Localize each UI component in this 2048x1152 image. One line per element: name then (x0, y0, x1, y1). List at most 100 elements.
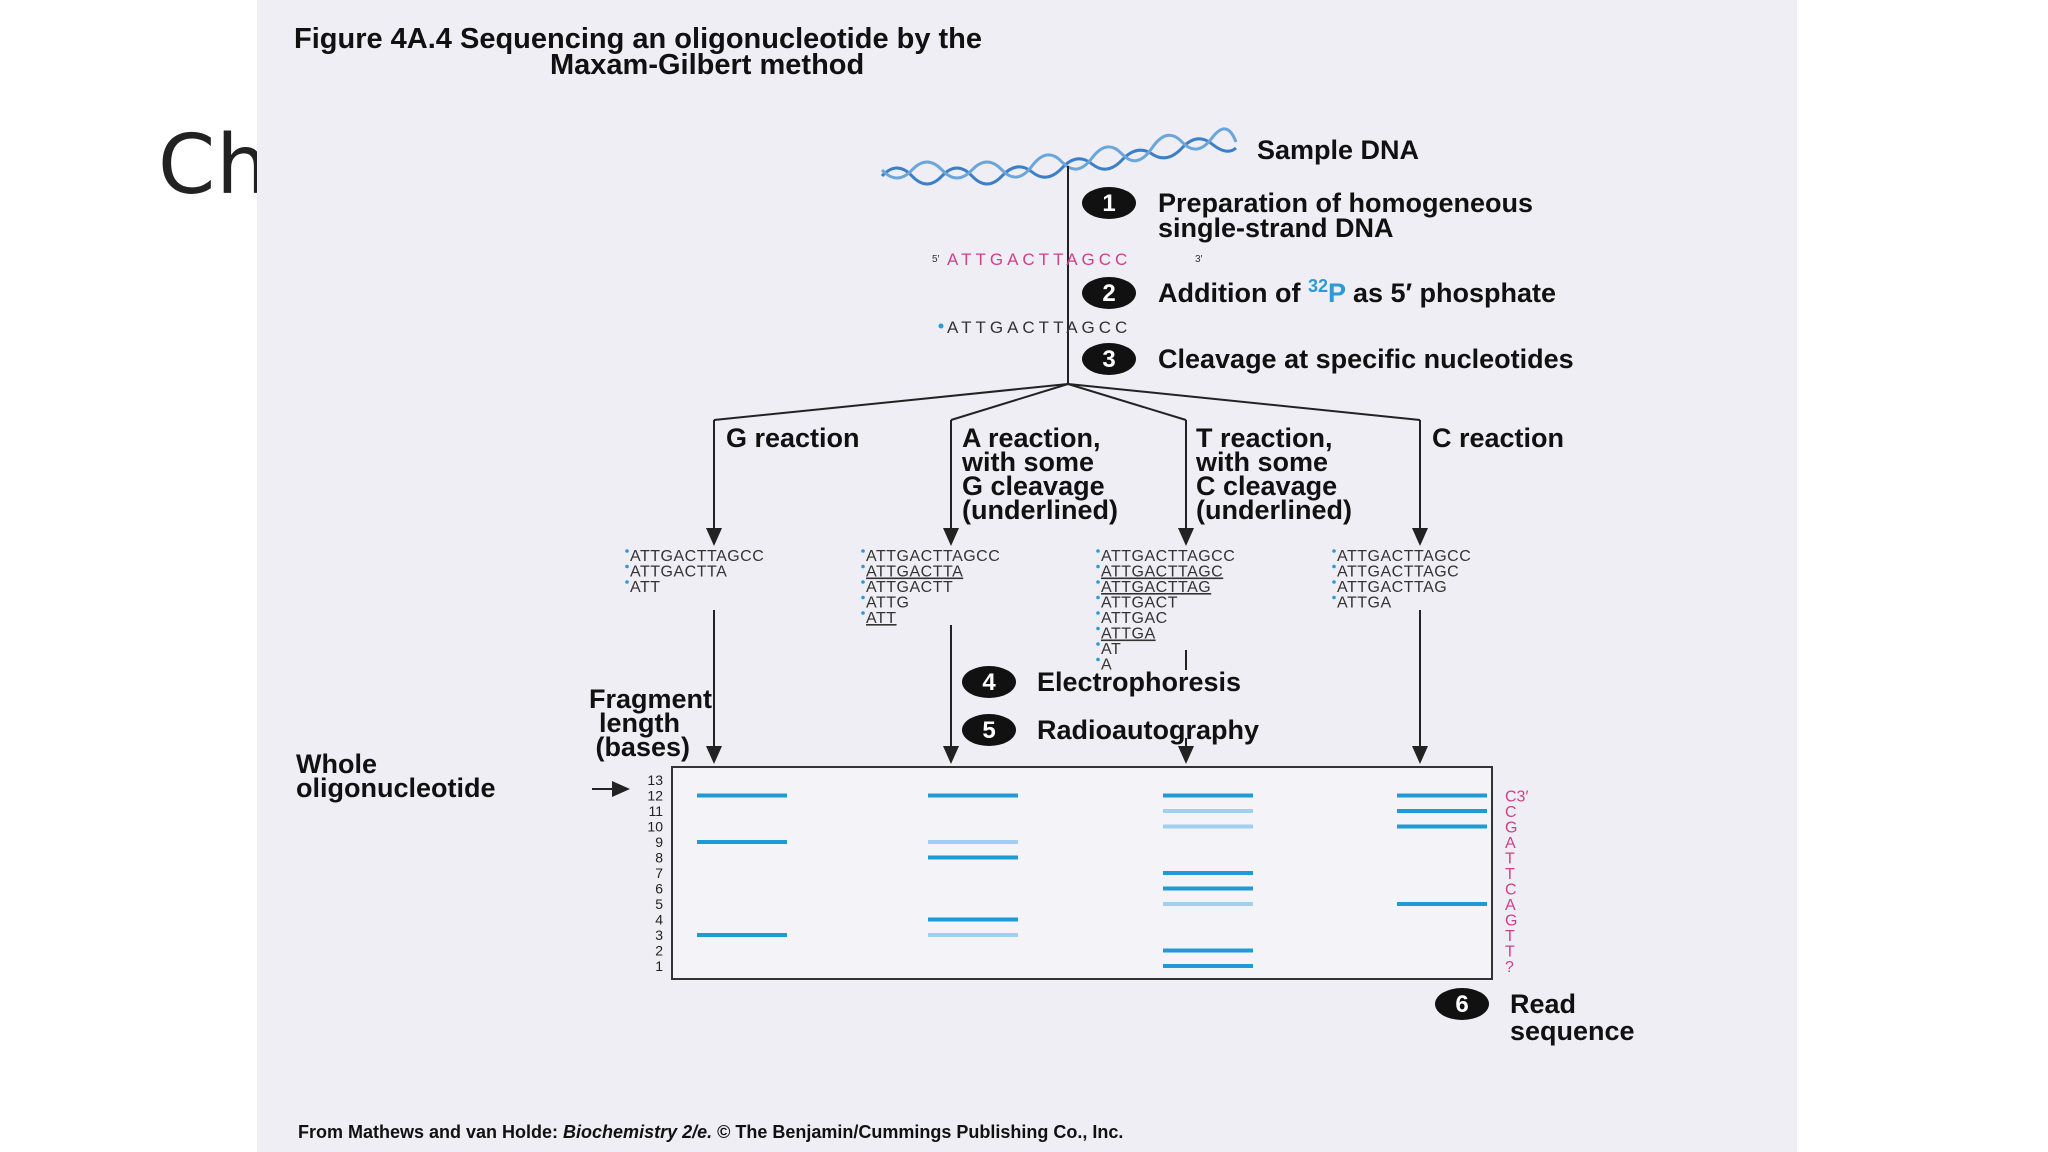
step-2-text: Addition of 32P as 5′ phosphate (1158, 276, 1556, 308)
fragment-label-dot (625, 580, 629, 584)
step-6-line2: sequence (1510, 1016, 1635, 1046)
fragment-length-label-3: (bases) (595, 732, 690, 762)
fragment-2-6: AT (1101, 641, 1121, 658)
gel-band-lane1-len3 (928, 933, 1018, 937)
fragment-2-5: ATTGA (1101, 626, 1156, 643)
step-6-badge (1435, 988, 1489, 1020)
gel-band-lane1-len4 (928, 917, 1018, 922)
step-2-number: 2 (1102, 280, 1115, 307)
dna-helix-icon (880, 127, 1238, 186)
slide-title: Ch (158, 118, 270, 213)
step-1-line2: single-strand DNA (1158, 213, 1394, 243)
gel-tick-9: 9 (655, 834, 663, 850)
step-4-badge (962, 666, 1016, 698)
figure-credit: From Mathews and van Holde: Biochemistry… (298, 1122, 1123, 1142)
step-5: 5 Radioautography (962, 714, 1259, 746)
gel-band-lane3-len5 (1397, 902, 1487, 906)
reaction-a-line2: with some (961, 447, 1094, 477)
step-2: 2 Addition of 32P as 5′ phosphate (1082, 276, 1556, 309)
gel-tick-5: 5 (655, 896, 663, 912)
reaction-c-line1: C reaction (1432, 423, 1564, 453)
fragment-1-3: ATTG (866, 595, 909, 612)
step-4: 4 Electrophoresis (962, 666, 1241, 698)
fragment-label-dot (861, 595, 865, 600)
reaction-t: T reaction, with some C cleavage (underl… (1195, 423, 1352, 525)
step-3-badge (1082, 343, 1136, 375)
step-1-number: 1 (1102, 190, 1115, 217)
read-sequence-10: T (1505, 944, 1515, 961)
reaction-t-line1: T reaction, (1196, 423, 1333, 453)
read-sequence-9: T (1505, 928, 1515, 945)
gel-band-lane2-len6 (1163, 886, 1253, 891)
fragment-label-dot (861, 549, 865, 553)
fragment-1-1: ATTGACTTA (866, 564, 963, 581)
fragment-label-dot (625, 549, 629, 553)
branch-lines (706, 383, 1428, 546)
reaction-t-line3: C cleavage (1196, 471, 1337, 501)
step-6-number: 6 (1455, 991, 1468, 1018)
p32-dot (938, 323, 944, 329)
fragment-label-dot (1096, 580, 1100, 584)
fragment-length-label-1: Fragment (589, 684, 712, 714)
reaction-a-line3: G cleavage (962, 471, 1105, 501)
read-sequence-8: G (1505, 913, 1517, 930)
step-1: 1 Preparation of homogeneous single-stra… (1082, 187, 1533, 243)
fragment-label-dot (1096, 595, 1100, 600)
gel-band-lane2-len10 (1163, 824, 1253, 829)
step-2-badge (1082, 277, 1136, 309)
fragment-3-1: ATTGACTTAGC (1337, 564, 1459, 581)
read-sequence-6: C (1505, 882, 1517, 899)
read-sequence-5: T (1505, 866, 1515, 883)
fragment-label-dot (1096, 549, 1100, 553)
sequence-pink: ATTGACTTAGCC (947, 250, 1131, 269)
reaction-g: G reaction (726, 423, 860, 453)
step-1-line1: Preparation of homogeneous (1158, 188, 1533, 218)
fragment-2-2: ATTGACTTAG (1101, 579, 1211, 596)
figure-title-line1: Figure 4A.4 Sequencing an oligonucleotid… (294, 23, 982, 55)
gel-tick-12: 12 (647, 788, 663, 804)
fragment-label-dot (1096, 564, 1100, 569)
gel-band-lane3-len11 (1397, 809, 1487, 813)
fragment-2-3: ATTGACT (1101, 595, 1178, 612)
step-5-label: Radioautography (1037, 715, 1259, 745)
gel-arrows (706, 610, 1428, 764)
fragment-3-2: ATTGACTTAG (1337, 579, 1447, 596)
reaction-c: C reaction (1432, 423, 1564, 453)
step-4-number: 4 (982, 669, 996, 696)
gel-tick-1: 1 (655, 958, 663, 974)
gel-band-lane0-len9 (697, 840, 787, 844)
fragment-label-dot (1332, 595, 1336, 600)
step-5-number: 5 (982, 717, 995, 744)
gel-band-lane0-len12 (697, 793, 787, 798)
gel-tick-8: 8 (655, 850, 663, 866)
gel-band-lane2-len11 (1163, 809, 1253, 813)
fragment-label-dot (1096, 657, 1100, 662)
fragment-label-dot (861, 580, 865, 584)
fragment-2-1: ATTGACTTAGC (1101, 564, 1223, 581)
step-3-line1: Cleavage at specific nucleotides (1158, 344, 1574, 374)
step-3: 3 Cleavage at specific nucleotides (1082, 343, 1574, 375)
gel-band-lane1-len9 (928, 840, 1018, 844)
reaction-a-line4: (underlined) (962, 495, 1118, 525)
fragment-1-2: ATTGACTT (866, 579, 953, 596)
whole-oligo-label-1: Whole (296, 749, 377, 779)
step-5-badge (962, 714, 1016, 746)
gel-tick-13: 13 (647, 772, 663, 788)
fragment-length-label-2: length (599, 708, 680, 738)
gel-tick-6: 6 (655, 881, 663, 897)
sample-dna-label: Sample DNA (1257, 135, 1419, 165)
gel-band-lane0-len3 (697, 933, 787, 937)
whole-oligo-label-2: oligonucleotide (296, 773, 496, 803)
fragment-label-dot (861, 611, 865, 615)
fragment-label-dot (1096, 626, 1100, 631)
read-sequence-4: T (1505, 851, 1515, 868)
fragment-0-1: ATTGACTTA (630, 564, 727, 581)
reaction-t-line2: with some (1195, 447, 1328, 477)
gel-box (671, 766, 1493, 980)
gel-band-lane2-len5 (1163, 902, 1253, 906)
reaction-g-line1: G reaction (726, 423, 860, 453)
gel-band-lane3-len10 (1397, 824, 1487, 829)
